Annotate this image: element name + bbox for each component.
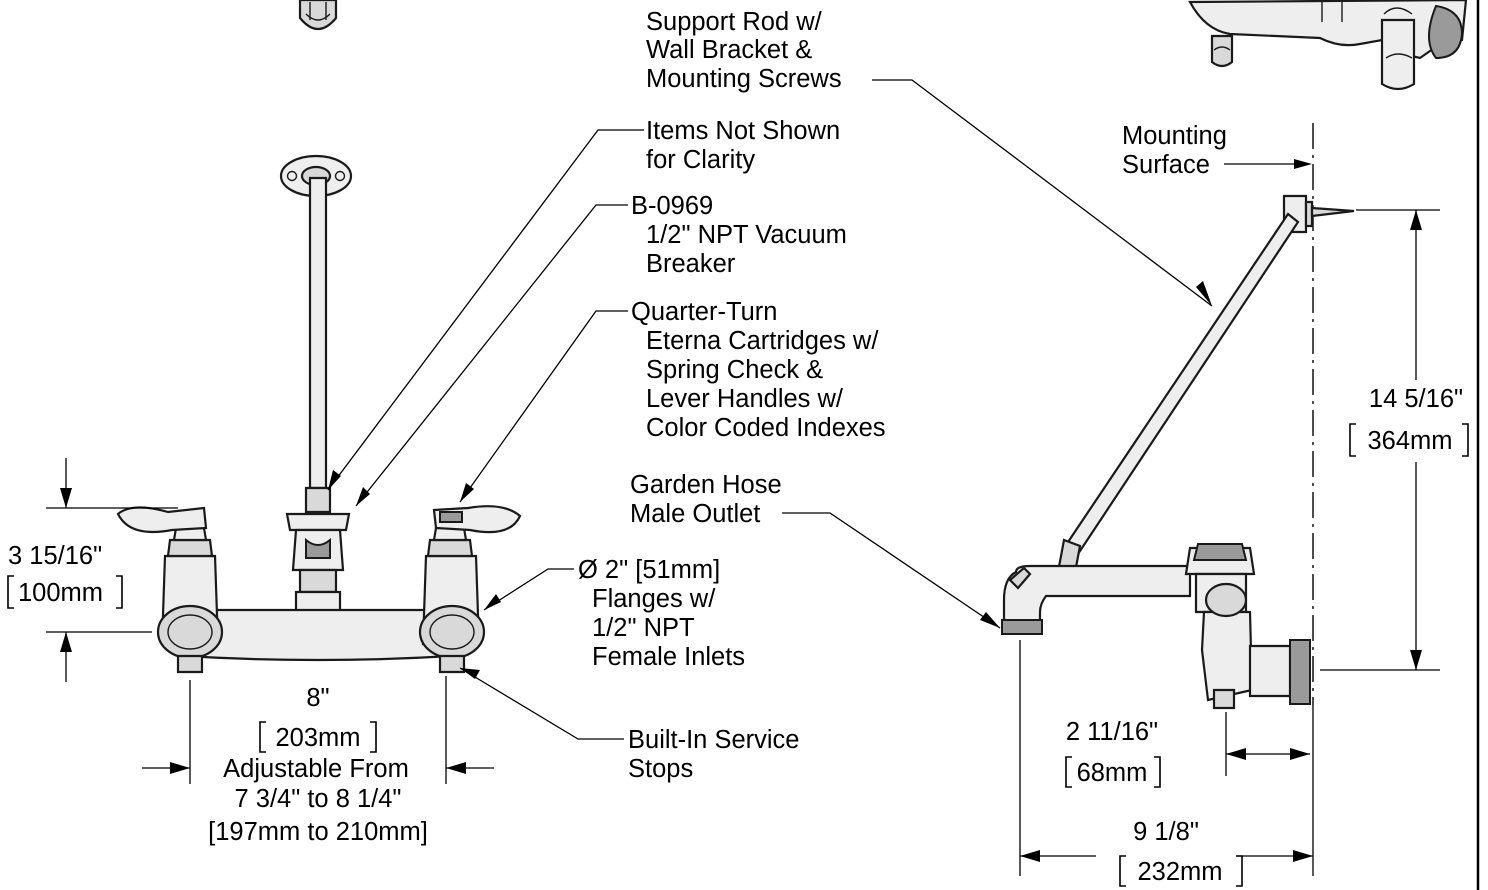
leader-lines [327, 79, 1312, 740]
centers-note-2: 7 3/4" to 8 1/4" [235, 785, 402, 813]
diagonal-support-rod [1062, 212, 1300, 556]
dimension-labels: 3 15/16" 100mm 8" 203mm Adjustable From … [8, 385, 1463, 886]
height-right-metric: 364mm [1367, 427, 1452, 455]
front-view-faucet [116, 154, 522, 674]
vacuum-breaker-label-3: Breaker [646, 250, 736, 278]
top-partial-knob [298, 0, 338, 31]
side-valve-body [1200, 610, 1254, 702]
leader-cartridges [459, 310, 628, 503]
height-left-imperial: 3 15/16" [8, 542, 102, 570]
service-stops-label-2: Stops [628, 755, 693, 783]
leader-support-rod [872, 79, 1213, 307]
centers-note-3: [197mm to 210mm] [208, 818, 428, 846]
left-lever-handle [116, 506, 208, 534]
garden-hose-label-2: Male Outlet [630, 500, 760, 528]
offset-small-metric: 68mm [1077, 759, 1148, 787]
cartridges-label-2: Eterna Cartridges w/ [646, 327, 879, 355]
metric-brackets [7, 423, 1469, 887]
mounting-screw [1310, 206, 1355, 218]
offset-total-metric: 232mm [1137, 858, 1222, 886]
cartridges-label-4: Lever Handles w/ [646, 385, 844, 413]
flanges-label-3: 1/2" NPT [592, 614, 695, 642]
inlet-nut [1248, 644, 1292, 698]
spout [1002, 564, 1192, 630]
offset-total-imperial: 9 1/8" [1133, 818, 1199, 846]
callout-labels: Support Rod w/ Wall Bracket & Mounting S… [578, 8, 1227, 783]
support-rod [308, 176, 328, 490]
support-rod-label-2: Wall Bracket & [646, 36, 812, 64]
height-right-imperial: 14 5/16" [1369, 385, 1463, 413]
mounting-surface-label-2: Surface [1122, 151, 1210, 179]
centers-metric: 203mm [275, 724, 360, 752]
items-not-shown-label-2: for Clarity [646, 146, 755, 174]
dimension-lines [46, 209, 1440, 876]
leader-flanges [483, 568, 574, 611]
vacuum-breaker-label-1: B-0969 [631, 192, 713, 220]
faucet-body [182, 608, 454, 662]
items-not-shown-label-1: Items Not Shown [646, 117, 840, 145]
flanges-label-2: Flanges w/ [592, 585, 716, 613]
mounting-surface-label-1: Mounting [1122, 122, 1227, 150]
leader-vacuum-breaker [355, 204, 628, 507]
leader-items-not-shown [327, 129, 644, 491]
centers-imperial: 8" [306, 684, 329, 712]
side-flange [1289, 639, 1311, 705]
hose-outlet-thread [1001, 619, 1043, 635]
cartridges-label-3: Spring Check & [646, 356, 823, 384]
leader-service-stops [459, 667, 624, 740]
leader-garden-hose [782, 512, 1001, 629]
flanges-label-1: Ø 2" [51mm] [578, 556, 720, 584]
flanges-label-4: Female Inlets [592, 643, 745, 671]
top-iso-view-faucet [1188, 0, 1468, 91]
offset-small-imperial: 2 11/16" [1066, 718, 1158, 746]
centers-note-1: Adjustable From [223, 755, 409, 783]
cartridges-label-1: Quarter-Turn [631, 298, 777, 326]
support-rod-label-3: Mounting Screws [646, 65, 842, 93]
support-rod-label-1: Support Rod w/ [646, 8, 823, 36]
vacuum-breaker-label-2: 1/2" NPT Vacuum [646, 221, 847, 249]
service-stops-label-1: Built-In Service [628, 726, 799, 754]
garden-hose-label-1: Garden Hose [630, 471, 782, 499]
side-view-faucet [1001, 123, 1355, 710]
vacuum-breaker [285, 512, 351, 532]
height-left-metric: 100mm [18, 579, 103, 607]
cartridges-label-5: Color Coded Indexes [646, 414, 886, 442]
